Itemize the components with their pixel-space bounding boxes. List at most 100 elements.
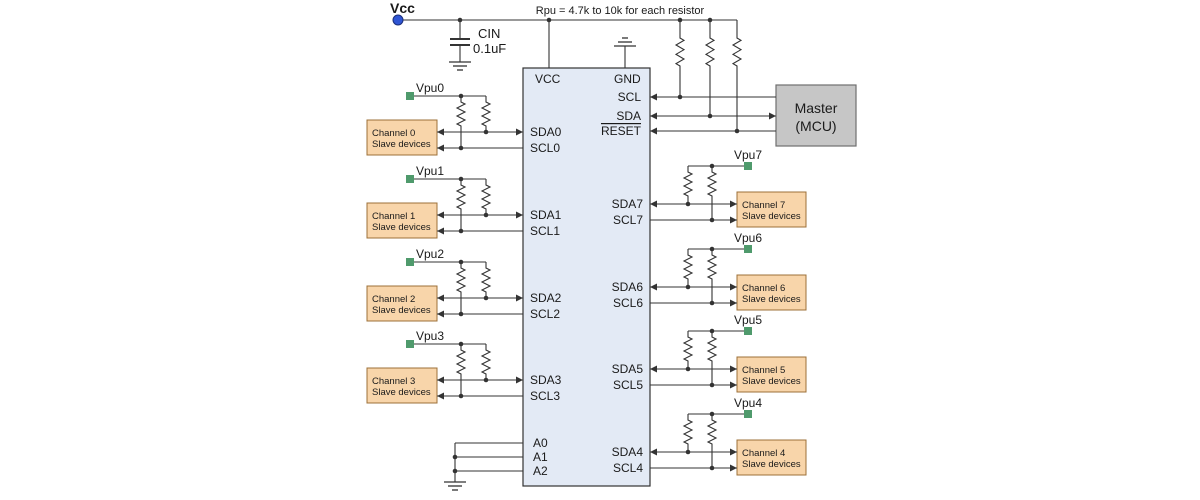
- junction-dot: [452, 454, 458, 460]
- circuit-layer: Vcc Rpu = 4.7k to 10k for each resistorCI…: [366, 0, 857, 491]
- host-sda-pin-label: SDA: [616, 109, 641, 123]
- channel-2-vpu-node-icon: [406, 258, 414, 266]
- channel-5-sda-pullup-resistor: [682, 331, 694, 369]
- channel-5-vpu-node-icon: [744, 327, 752, 335]
- junction-dot: [483, 212, 489, 218]
- address-pin-a1-label: A1: [533, 450, 548, 464]
- junction-dot: [677, 17, 683, 23]
- channel-2-sda-pin-label: SDA2: [530, 291, 562, 305]
- channel-7-slave-box: [736, 191, 807, 228]
- host-reset-pin-label: RESET: [601, 124, 642, 138]
- channel-7-slave-devices-label: Slave devices: [742, 211, 801, 222]
- pullup-resistor-note: Rpu = 4.7k to 10k for each resistor: [536, 5, 705, 17]
- channel-0-sda-pin-label: SDA0: [530, 125, 562, 139]
- channel-0-scl-pin-label: SCL0: [530, 141, 560, 155]
- channel-6-sda-pin-label: SDA6: [612, 280, 644, 294]
- channel-3-scl-pin-label: SCL3: [530, 389, 560, 403]
- channel-7-vpu-label: Vpu7: [734, 148, 762, 162]
- channel-1-sda-pin-label: SDA1: [530, 208, 562, 222]
- gnd-icon: [614, 37, 636, 47]
- channel-1-scl-pullup-resistor: [455, 179, 467, 231]
- master-mcu-box: [775, 84, 857, 147]
- channel-5-scl-pin-label: SCL5: [613, 378, 643, 392]
- junction-dot: [709, 382, 715, 388]
- channel-5-sda-pin-label: SDA5: [612, 362, 644, 376]
- channel-2-slave-devices-label: Slave devices: [372, 305, 431, 316]
- channel-6-vpu-label: Vpu6: [734, 231, 762, 245]
- channel-5-vpu-label: Vpu5: [734, 313, 762, 327]
- junction-dot: [458, 311, 464, 317]
- channel-4-sda-pin-label: SDA4: [612, 445, 644, 459]
- channel-1-sda-pullup-resistor: [480, 179, 492, 215]
- channel-2-name-label: Channel 2: [372, 294, 415, 305]
- junction-dot: [709, 217, 715, 223]
- capacitor-value-label: 0.1uF: [473, 41, 506, 56]
- channel-4-slave-devices-label: Slave devices: [742, 459, 801, 470]
- junction-dot: [685, 201, 691, 207]
- junction-dot: [709, 465, 715, 471]
- channel-6-vpu-node-icon: [744, 245, 752, 253]
- channel-0-scl-pullup-resistor: [455, 96, 467, 148]
- channel-6-scl-pullup-resistor: [706, 249, 718, 303]
- vcc-node-icon: [392, 14, 404, 26]
- address-pin-a0-label: A0: [533, 436, 548, 450]
- capacitor-ground-icon: [449, 61, 471, 71]
- channel-7-sda-pin-label: SDA7: [612, 197, 644, 211]
- junction-dot: [483, 129, 489, 135]
- junction-dot: [709, 300, 715, 306]
- address-ground-icon: [444, 481, 466, 491]
- channel-4-slave-box: [736, 439, 807, 476]
- channel-5-slave-devices-label: Slave devices: [742, 376, 801, 387]
- channel-2-scl-pullup-resistor: [455, 262, 467, 314]
- junction-dot: [685, 284, 691, 290]
- channel-6-name-label: Channel 6: [742, 283, 785, 294]
- vcc-label: Vcc: [390, 0, 415, 16]
- junction-dot: [457, 17, 463, 23]
- junction-dot: [685, 449, 691, 455]
- junction-dot: [707, 113, 713, 119]
- channel-7-scl-pullup-resistor: [706, 166, 718, 220]
- master-label: Master: [795, 100, 838, 116]
- junction-dot: [458, 145, 464, 151]
- channel-2-vpu-label: Vpu2: [416, 247, 444, 261]
- channel-7-scl-pin-label: SCL7: [613, 213, 643, 227]
- junction-dot: [458, 393, 464, 399]
- host-reset-pullup-resistor: [731, 20, 743, 131]
- channel-6-slave-devices-label: Slave devices: [742, 294, 801, 305]
- channel-3-scl-pullup-resistor: [455, 344, 467, 396]
- channel-1-slave-devices-label: Slave devices: [372, 222, 431, 233]
- channel-4-name-label: Channel 4: [742, 448, 785, 459]
- channel-0-vpu-label: Vpu0: [416, 81, 444, 95]
- i2c-switch-chip: [522, 67, 651, 487]
- host-sda-pullup-resistor: [704, 20, 716, 116]
- vcc-pin-label: VCC: [535, 72, 561, 86]
- capacitor-name-label: CIN: [478, 26, 500, 41]
- junction-dot: [546, 17, 552, 23]
- channel-3-slave-box: [366, 367, 438, 404]
- channel-0-slave-devices-label: Slave devices: [372, 139, 431, 150]
- channel-2-sda-pullup-resistor: [480, 262, 492, 298]
- junction-dot: [677, 94, 683, 100]
- channel-6-slave-box: [736, 274, 807, 311]
- junction-dot: [452, 468, 458, 474]
- gnd-pin-label: GND: [614, 72, 641, 86]
- channel-1-scl-pin-label: SCL1: [530, 224, 560, 238]
- channel-6-sda-pullup-resistor: [682, 249, 694, 287]
- channel-3-sda-pullup-resistor: [480, 344, 492, 380]
- address-pin-a2-label: A2: [533, 464, 548, 478]
- junction-dot: [685, 366, 691, 372]
- channel-0-slave-box: [366, 119, 438, 156]
- mcu-label: (MCU): [795, 118, 836, 134]
- channel-0-vpu-node-icon: [406, 92, 414, 100]
- channel-5-name-label: Channel 5: [742, 365, 785, 376]
- channel-4-scl-pullup-resistor: [706, 414, 718, 468]
- channel-4-scl-pin-label: SCL4: [613, 461, 643, 475]
- channel-3-sda-pin-label: SDA3: [530, 373, 562, 387]
- junction-dot: [734, 128, 740, 134]
- channel-1-vpu-node-icon: [406, 175, 414, 183]
- channel-3-vpu-node-icon: [406, 340, 414, 348]
- channel-5-slave-box: [736, 356, 807, 393]
- junction-dot: [483, 377, 489, 383]
- channel-3-vpu-label: Vpu3: [416, 329, 444, 343]
